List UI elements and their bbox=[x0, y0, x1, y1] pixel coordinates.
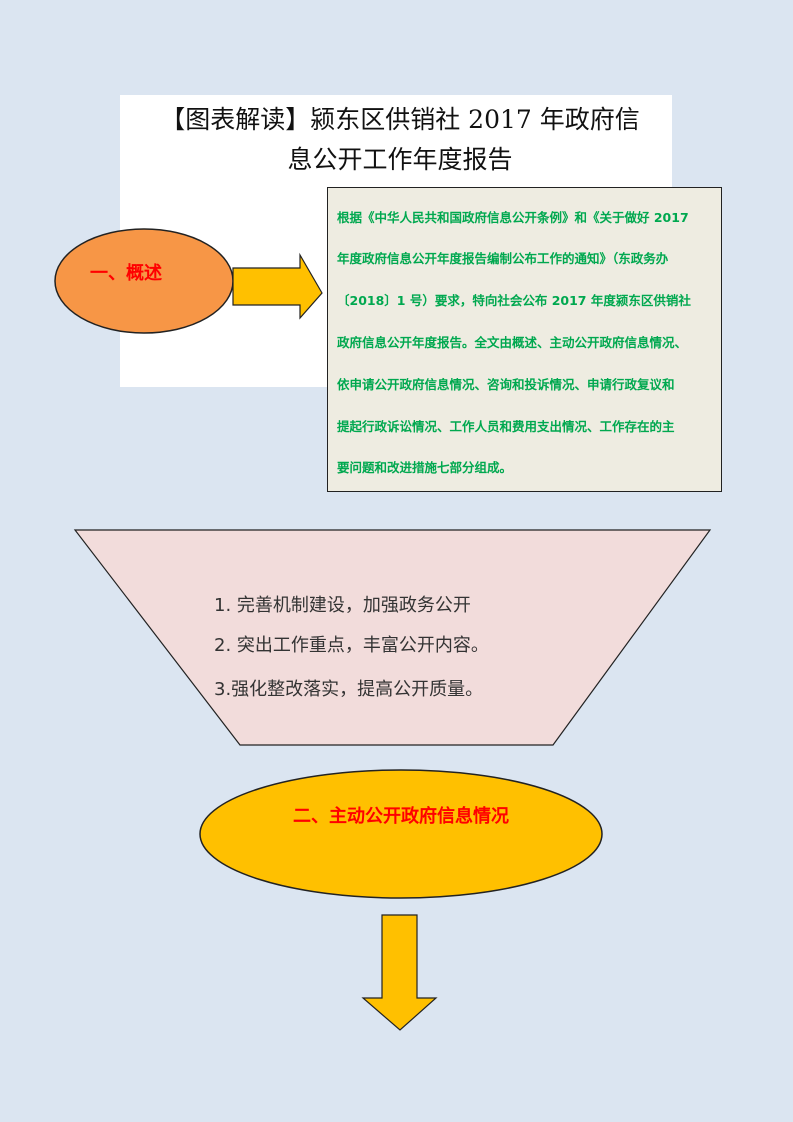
measure-item: 3.强化整改落实，提高公开质量。 bbox=[214, 679, 484, 700]
summary-line: 提起行政诉讼情况、工作人员和费用支出情况、工作存在的主 bbox=[337, 419, 675, 434]
measure-item: 2. 突出工作重点，丰富公开内容。 bbox=[214, 635, 489, 656]
funnel-trapezoid bbox=[73, 529, 712, 746]
summary-line: 〔2018〕1 号）要求，特向社会公布 2017 年度颍东区供销社 bbox=[337, 293, 691, 308]
summary-line: 年度政府信息公开年度报告编制公布工作的通知》（东政务办 bbox=[337, 251, 669, 266]
right-arrow bbox=[232, 252, 323, 320]
summary-box bbox=[327, 187, 722, 492]
section2-ellipse bbox=[199, 769, 603, 899]
measure-item: 1. 完善机制建设，加强政务公开 bbox=[214, 595, 471, 616]
summary-line: 政府信息公开年度报告。全文由概述、主动公开政府信息情况、 bbox=[337, 335, 688, 350]
summary-line: 依申请公开政府信息情况、咨询和投诉情况、申请行政复议和 bbox=[337, 377, 675, 392]
summary-line: 根据《中华人民共和国政府信息公开条例》和《关于做好 2017 bbox=[337, 210, 689, 225]
page-title-line1: 【图表解读】颍东区供销社 2017 年政府信 bbox=[160, 105, 640, 134]
down-arrow bbox=[361, 914, 438, 1031]
section2-label: 二、主动公开政府信息情况 bbox=[293, 806, 509, 827]
page-title-line2: 息公开工作年度报告 bbox=[287, 145, 513, 174]
section1-label: 一、概述 bbox=[90, 263, 162, 284]
summary-line: 要问题和改进措施七部分组成。 bbox=[337, 460, 513, 475]
